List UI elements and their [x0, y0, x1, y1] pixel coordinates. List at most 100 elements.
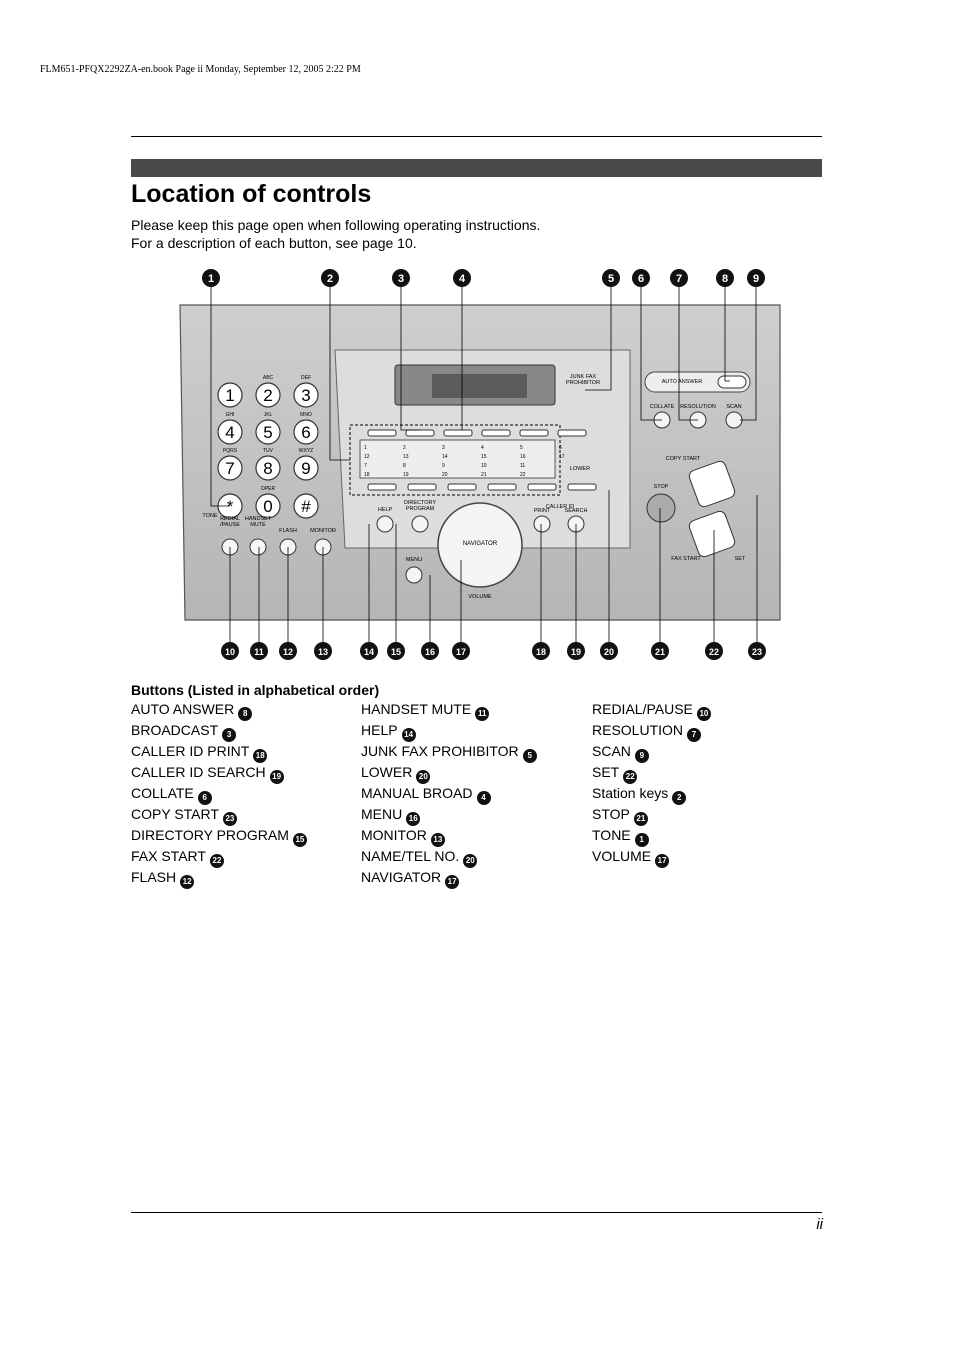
callout-23: [748, 642, 766, 660]
keypad-key-8: [293, 455, 319, 481]
callout-number: 19: [571, 647, 581, 657]
station-key-bottom: [447, 483, 477, 491]
leader-line: [210, 287, 230, 507]
copy-start-button: [688, 460, 736, 508]
station-number: 10: [481, 463, 487, 469]
button-list-label: FLASH: [131, 869, 177, 885]
callout-number: 13: [318, 647, 328, 657]
keypad-key-5: [293, 419, 319, 445]
station-key-top: [557, 429, 587, 437]
keypad-key-3: [217, 419, 243, 445]
navigator-dial: [437, 502, 523, 588]
keypad-digit: 0: [263, 497, 272, 516]
callout-number: 3: [398, 273, 404, 285]
lcd-screen: [432, 374, 527, 398]
leader-line: [724, 287, 730, 382]
leader-line: [678, 287, 698, 421]
panel-text-label: TONE: [202, 513, 218, 519]
auto-answer-button: [717, 375, 747, 389]
station-number: 1: [364, 445, 367, 451]
keypad-digit: 3: [301, 386, 310, 405]
callout-5: [602, 269, 620, 287]
button-list-number: 22: [209, 854, 224, 868]
callout-number: 17: [456, 647, 466, 657]
keypad-letters: MNO: [300, 412, 312, 418]
panel-text-label: AUTO ANSWER: [662, 379, 703, 385]
button-list-label: RESOLUTION: [592, 722, 684, 738]
station-key-top: [367, 429, 397, 437]
button-list-item: NAME/TEL NO.20: [361, 847, 537, 868]
navigator-label: NAVIGATOR: [463, 541, 498, 547]
panel-text-label: JUNK FAX: [570, 374, 597, 380]
button-list-label: SET: [592, 764, 620, 780]
button-list-number: 18: [253, 749, 268, 763]
intro-text: Please keep this page open when followin…: [131, 216, 540, 252]
keypad-key-2: [293, 382, 319, 408]
callout-number: 7: [676, 273, 682, 285]
keypad-key-7: [255, 455, 281, 481]
callout-number: 20: [604, 647, 614, 657]
button-list-label: COPY START: [131, 806, 219, 822]
keypad-digit: 2: [263, 386, 272, 405]
callout-number: 2: [327, 273, 333, 285]
button-list-number: 1: [634, 833, 649, 847]
keypad-letters: JKL: [264, 412, 273, 418]
panel-text-label: SET: [735, 556, 746, 562]
station-number: 18: [364, 472, 370, 478]
panel-text-label: PROHIBITOR: [566, 380, 600, 386]
callout-number: 22: [709, 647, 719, 657]
button-list-number: 8: [238, 707, 253, 721]
leader-line: [640, 287, 662, 421]
button-list-number: 15: [292, 833, 307, 847]
panel-text-label: LOWER: [570, 466, 590, 472]
keypad-key-6: [217, 455, 243, 481]
panel-button-6: [405, 566, 423, 584]
top-rule: [131, 136, 822, 137]
keypad-key-0: [217, 382, 243, 408]
keypad-digit: 7: [225, 459, 234, 478]
panel-button-1: [249, 538, 267, 556]
button-list-number: 11: [475, 707, 490, 721]
panel-button-label: SEARCH: [565, 508, 588, 514]
keypad-letters: PQRS: [223, 448, 238, 454]
keypad-letters: ABC: [263, 375, 274, 381]
button-list-label: DIRECTORY PROGRAM: [131, 827, 289, 843]
callout-number: 16: [425, 647, 435, 657]
page-number: ii: [816, 1216, 823, 1233]
callout-number: 23: [752, 647, 762, 657]
button-list-label: NAVIGATOR: [361, 869, 442, 885]
panel-button-4: [376, 515, 394, 533]
keypad-digit: 9: [301, 459, 310, 478]
leader-line: [585, 287, 612, 391]
button-list-label: HELP: [361, 722, 398, 738]
callout-21: [651, 642, 669, 660]
callout-7: [670, 269, 688, 287]
panel-button-label: PROGRAM: [406, 506, 435, 512]
station-number: 8: [403, 463, 406, 469]
button-list-label: MENU: [361, 806, 403, 822]
panel-button-label: REDIAL: [220, 516, 240, 522]
callout-number: 6: [638, 273, 644, 285]
station-number: 20: [442, 472, 448, 478]
callout-6: [632, 269, 650, 287]
button-list-number: 20: [416, 770, 431, 784]
button-list-label: NAME/TEL NO.: [361, 848, 460, 864]
station-number: 2: [403, 445, 406, 451]
keypad-letters: OPER: [261, 486, 276, 492]
button-list-number: 22: [623, 770, 638, 784]
intro-line-1: Please keep this page open when followin…: [131, 217, 541, 233]
button-list-label: Station keys: [592, 785, 669, 801]
